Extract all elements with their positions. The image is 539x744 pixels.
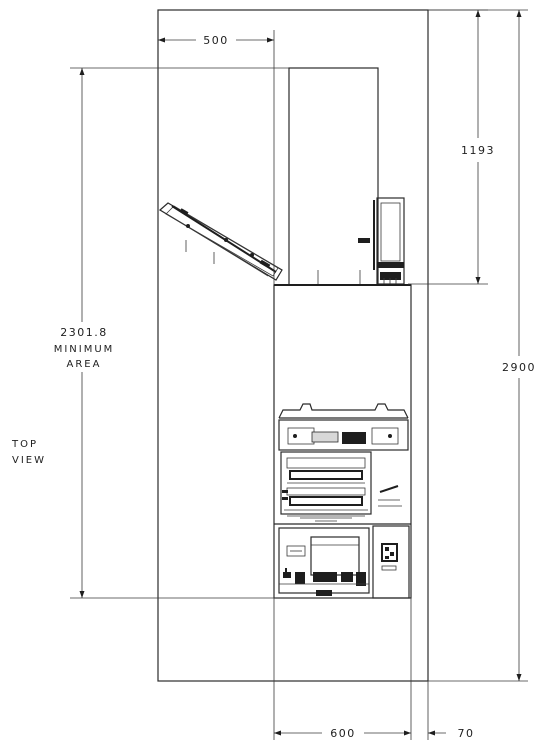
- front-control-header: [278, 403, 409, 451]
- dimension-500: 500: [158, 30, 275, 285]
- dim-70-label: 70: [458, 727, 475, 740]
- dim-1193-label: 1193: [461, 144, 495, 157]
- dimension-600: 600: [273, 598, 412, 740]
- view-label-view: VIEW: [12, 455, 46, 466]
- side-marking: [378, 485, 402, 507]
- lower-module: [274, 523, 411, 599]
- dim-minimum-label: MINIMUM: [54, 344, 115, 355]
- dim-2900-label: 2900: [502, 361, 536, 374]
- open-lid: [158, 202, 283, 281]
- dim-2301-8-label: 2301.8: [60, 326, 108, 339]
- minimum-area-boundary: [157, 9, 429, 682]
- dimension-2301-8: 2301.8 MINIMUM AREA: [54, 67, 289, 599]
- dim-600-label: 600: [330, 727, 356, 740]
- dimension-70: 70: [427, 681, 475, 740]
- side-module: [358, 197, 405, 285]
- printer-tray-section: [280, 451, 372, 522]
- dimension-2900: 2900: [428, 9, 536, 682]
- dim-area-label: AREA: [67, 359, 102, 370]
- view-label-top: TOP: [11, 439, 38, 450]
- dimension-1193: 1193: [408, 9, 495, 285]
- dim-500-label: 500: [203, 34, 229, 47]
- upper-cabinet-outline: [288, 67, 379, 286]
